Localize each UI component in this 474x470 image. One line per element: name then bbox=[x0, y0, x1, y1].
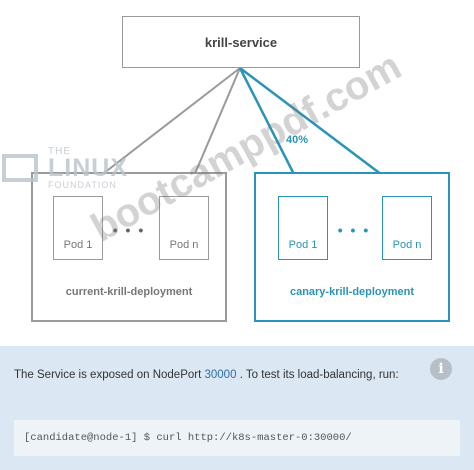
canary-percentage-label: 40% bbox=[286, 134, 309, 146]
pod-label: Pod n bbox=[392, 239, 422, 251]
curl-command: curl http://k8s-master-0:30000/ bbox=[156, 432, 352, 444]
service-box: krill-service bbox=[122, 16, 360, 68]
pod-label: Pod 1 bbox=[288, 239, 318, 251]
architecture-diagram: krill-service 40% Pod 1 • • • Pod n curr… bbox=[0, 16, 450, 322]
arrow-to-canary-pod-1 bbox=[238, 67, 304, 192]
info-text-after: . To test its load-balancing, run: bbox=[239, 369, 399, 381]
current-pod-1: Pod 1 bbox=[53, 196, 103, 260]
logo-mark-icon bbox=[2, 154, 38, 182]
info-text-before: The Service is exposed on NodePort bbox=[14, 369, 205, 381]
canary-pod-n: Pod n bbox=[382, 196, 432, 260]
shell-prompt: [candidate@node-1] $ bbox=[24, 432, 151, 444]
current-deployment-label: current-krill-deployment bbox=[65, 286, 193, 298]
current-pods-ellipsis: • • • bbox=[112, 222, 146, 238]
command-block: [candidate@node-1] $ curl http://k8s-mas… bbox=[14, 420, 460, 456]
logo-foundation: FOUNDATION bbox=[48, 180, 117, 190]
logo-linux: LINUX bbox=[48, 154, 128, 182]
service-label: krill-service bbox=[204, 34, 278, 50]
info-text: The Service is exposed on NodePort 30000… bbox=[14, 364, 424, 386]
current-pod-n: Pod n bbox=[159, 196, 209, 260]
linux-foundation-logo: THE LINUX FOUNDATION bbox=[0, 146, 160, 192]
canary-pods-ellipsis: • • • bbox=[337, 222, 371, 238]
current-deployment-box: Pod 1 • • • Pod n current-krill-deployme… bbox=[31, 172, 227, 322]
info-icon[interactable]: i bbox=[430, 358, 452, 380]
canary-pod-1: Pod 1 bbox=[278, 196, 328, 260]
canary-deployment-box: Pod 1 • • • Pod n canary-krill-deploymen… bbox=[254, 172, 450, 322]
pod-label: Pod 1 bbox=[63, 239, 93, 251]
arrows-layer bbox=[80, 67, 404, 192]
arrow-to-current-pod-1 bbox=[80, 67, 241, 192]
logo-the: THE bbox=[48, 146, 71, 157]
arrow-to-canary-pod-n bbox=[239, 67, 404, 192]
info-panel: The Service is exposed on NodePort 30000… bbox=[0, 346, 474, 470]
canary-deployment-label: canary-krill-deployment bbox=[289, 286, 415, 298]
pod-label: Pod n bbox=[169, 239, 199, 251]
arrow-to-current-pod-n bbox=[186, 67, 241, 192]
node-port-value: 30000 bbox=[204, 369, 237, 381]
